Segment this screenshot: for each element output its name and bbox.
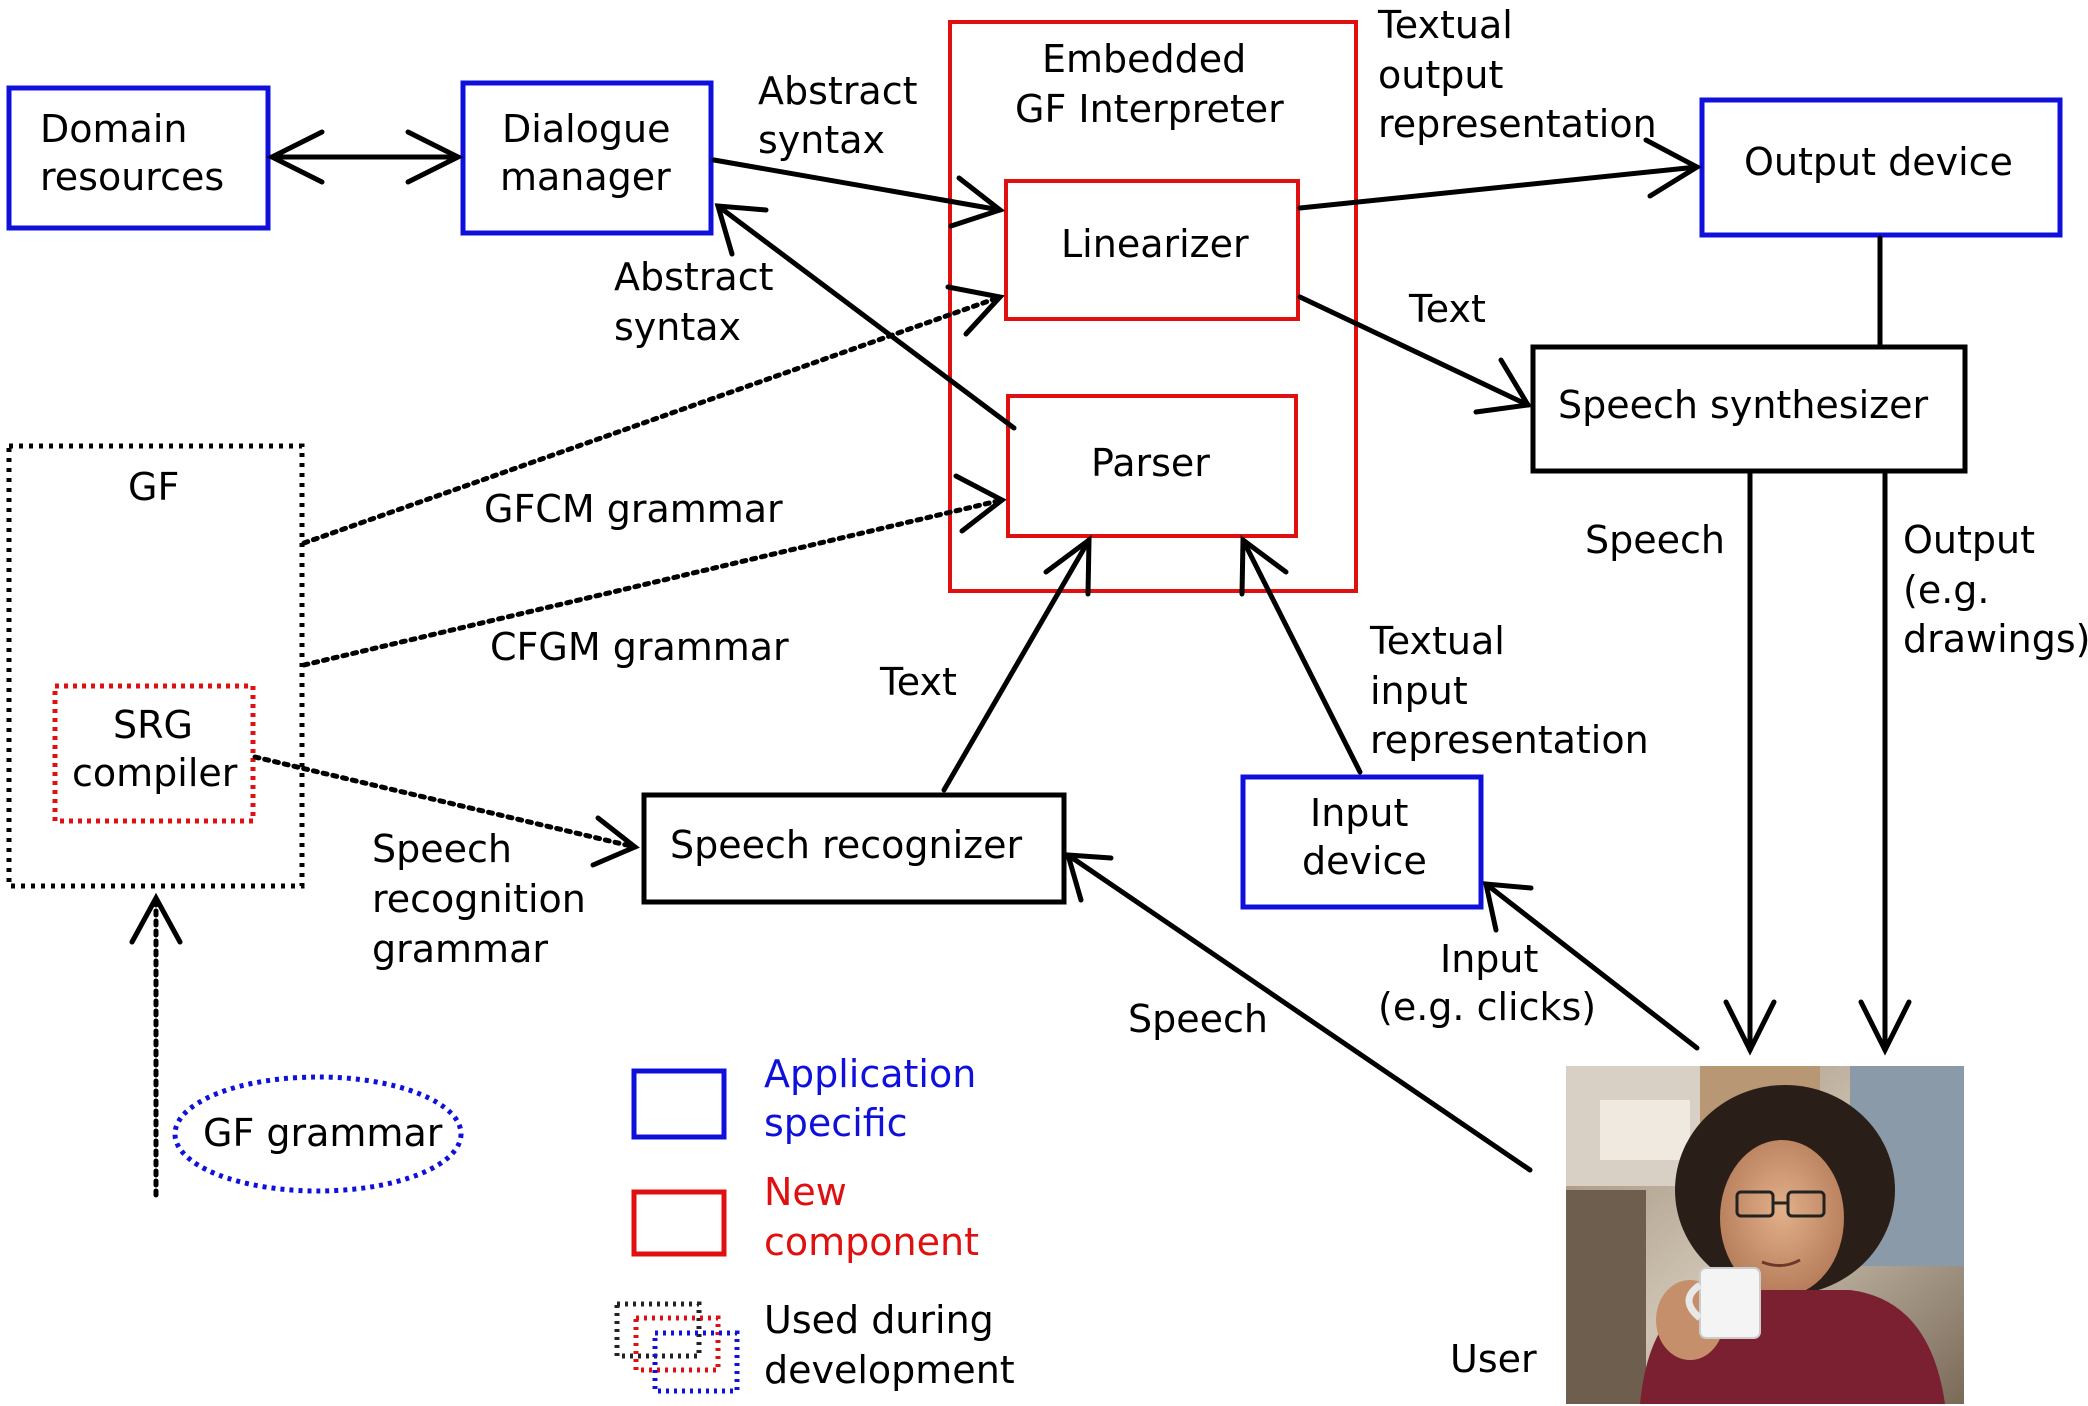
srg-recognizer-dotted [252, 754, 638, 850]
gf-grammar-ellipse: GF grammar [172, 1074, 464, 1194]
connections [266, 129, 1912, 1173]
textual-input-1: Textual [1369, 619, 1505, 663]
abstract-syntax-bottom-1: Abstract [614, 255, 774, 299]
arrowhead-to-recognizer [1064, 852, 1114, 903]
abstract-syntax-bottom-2: syntax [614, 305, 741, 349]
input-clicks-2: (e.g. clicks) [1378, 985, 1596, 1029]
speech-out-label: Speech [1585, 518, 1725, 562]
recognizer-parser-line [941, 537, 1092, 793]
arrowhead-to-dialogue-from-parser [714, 203, 769, 257]
speech-recognition-grammar-3: grammar [372, 927, 548, 971]
text-synth-label: Text [1408, 287, 1486, 331]
linearizer-label: Linearizer [1061, 222, 1249, 266]
parser-label: Parser [1091, 441, 1210, 485]
photo-face [1720, 1140, 1844, 1296]
arrowhead-to-parser-from-recognizer [1043, 534, 1092, 597]
legend-application-specific-1: Application [764, 1052, 976, 1096]
arrowhead-speech-to-user [1723, 999, 1777, 1056]
gf-parser-dotted [301, 497, 1005, 668]
user-label: User [1450, 1337, 1537, 1381]
speech-recognizer-label: Speech recognizer [670, 823, 1022, 867]
arrowhead-dotted-to-linearizer [945, 284, 1005, 337]
user-input-line [1483, 881, 1700, 1051]
speech-recognition-grammar-1: Speech [372, 827, 512, 871]
arrowhead-dotted-to-gf [129, 892, 183, 945]
user-recognizer-line [1065, 852, 1533, 1173]
embedded-interpreter-label-2: GF Interpreter [1015, 87, 1284, 131]
srg-compiler-label-2: compiler [72, 751, 238, 795]
dotted-arrowheads [129, 284, 1007, 945]
textual-input-2: input [1370, 669, 1468, 713]
gfcm-grammar-label: GFCM grammar [484, 487, 783, 531]
legend-swatch-used-during-development [614, 1301, 740, 1394]
domain-resources-label-1: Domain [40, 107, 187, 151]
legend-application-specific-2: specific [764, 1101, 908, 1145]
srg-compiler-box: SRG compiler [52, 683, 256, 824]
linearizer-output-line [1297, 164, 1700, 211]
abstract-syntax-top-2: syntax [758, 118, 885, 162]
abstract-syntax-top-1: Abstract [758, 69, 918, 113]
input-device-label-2: device [1302, 839, 1427, 883]
input-device-box: Input device [1240, 774, 1484, 910]
arrowhead-dotted-to-parser [953, 473, 1007, 534]
legend-used-during-development-1: Used during [764, 1298, 994, 1342]
arrowhead-to-parser-from-input [1239, 535, 1289, 597]
dialogue-manager-label-2: manager [500, 155, 671, 199]
dotted-connections [153, 294, 1005, 1198]
legend-new-component-1: New [764, 1170, 847, 1214]
arrowhead-to-input-device [1482, 881, 1534, 933]
speech-synthesizer-label: Speech synthesizer [1558, 383, 1928, 427]
arrowhead-to-output-device [1643, 137, 1703, 199]
output-drawings-1: Output [1903, 518, 2035, 562]
parser-box: Parser [1006, 394, 1298, 538]
textual-input-3: representation [1370, 718, 1649, 762]
embedded-interpreter-box: Embedded GF Interpreter [948, 20, 1358, 593]
text-recognizer-label: Text [879, 660, 957, 704]
arrowhead-to-synthesizer [1473, 357, 1533, 415]
input-device-label-1: Input [1310, 791, 1408, 835]
speech-recognizer-box: Speech recognizer [641, 792, 1067, 905]
arrowhead-dotted-to-recognizer [590, 815, 640, 868]
srg-compiler-label-1: SRG [113, 703, 193, 747]
dialogue-manager-label-1: Dialogue [502, 107, 671, 151]
gf-grammar-label: GF grammar [203, 1111, 443, 1155]
speech-in-label: Speech [1128, 997, 1268, 1041]
linearizer-box: Linearizer [1004, 179, 1300, 321]
dialogue-linearizer-line [711, 157, 1003, 213]
domain-resources-label-2: resources [40, 155, 224, 199]
arrowhead-to-linearizer [948, 175, 1006, 229]
legend: Application specific New component Used … [614, 1052, 1015, 1394]
embedded-interpreter-label-1: Embedded [1042, 37, 1246, 81]
gf-label: GF [128, 465, 179, 509]
cfgm-grammar-label: CFGM grammar [490, 625, 789, 669]
gf-linearizer-dotted [301, 294, 1003, 546]
domain-resources-box: Domain resources [6, 85, 271, 231]
legend-used-during-development-2: development [764, 1348, 1015, 1392]
output-drawings-3: drawings) [1903, 617, 2088, 661]
textual-output-2: output [1378, 53, 1503, 97]
arrowhead-to-domain [266, 129, 325, 185]
edge-labels: Abstract syntax Abstract syntax Textual … [372, 3, 2088, 1041]
output-drawings-2: (e.g. [1903, 568, 1989, 612]
arrowhead-to-dialogue [405, 129, 464, 185]
dialogue-manager-box: Dialogue manager [460, 80, 714, 236]
speech-synthesizer-box: Speech synthesizer [1530, 344, 1968, 474]
parser-dialogue-line [715, 203, 1017, 431]
input-clicks-1: Input [1440, 937, 1538, 981]
input-parser-line [1240, 537, 1363, 775]
textual-output-1: Textual [1377, 3, 1513, 47]
user-photo [1566, 1066, 1964, 1404]
arrowhead-output-to-user [1858, 999, 1912, 1056]
legend-swatch-application-specific [631, 1068, 727, 1140]
linearizer-synth-line [1297, 294, 1531, 408]
legend-new-component-2: component [764, 1220, 979, 1264]
speech-recognition-grammar-2: recognition [372, 877, 586, 921]
textual-output-3: representation [1378, 102, 1657, 146]
output-device-label: Output device [1744, 140, 2013, 184]
legend-swatch-new-component [631, 1189, 727, 1257]
output-device-box: Output device [1699, 97, 2063, 238]
photo-mug [1699, 1267, 1761, 1339]
